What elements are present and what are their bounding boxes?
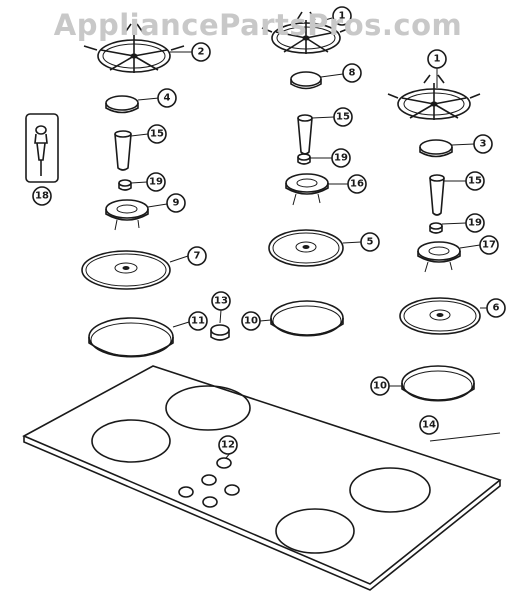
callout-label: 16 (350, 179, 364, 190)
callout-c19b: 19 (331, 148, 351, 168)
drip-pan-left (81, 250, 171, 290)
trim-ring-left (88, 317, 174, 358)
burner-head-center (297, 114, 313, 155)
callout-label: 15 (336, 112, 350, 123)
burner-base-center (285, 173, 329, 206)
callout-label: 4 (164, 93, 171, 104)
burner-base-left (105, 199, 149, 231)
callout-c15b: 15 (333, 107, 353, 127)
burner-grate-center (261, 11, 351, 54)
burner-cap-right (419, 139, 453, 158)
callout-label: 17 (482, 240, 496, 251)
orifice-left (118, 179, 132, 191)
callout-c11: 11 (188, 311, 208, 331)
leader-lines (130, 17, 501, 459)
orifice-right (429, 222, 443, 234)
callout-label: 13 (214, 296, 228, 307)
callout-label: 10 (244, 316, 258, 327)
callout-c9: 9 (166, 193, 186, 213)
callout-c4: 4 (157, 88, 177, 108)
orifice-center (297, 153, 311, 165)
callout-label: 1 (339, 11, 346, 22)
callout-c15c: 15 (465, 171, 485, 191)
callout-c2: 2 (191, 42, 211, 62)
callout-c18: 18 (32, 186, 52, 206)
callout-label: 19 (149, 177, 163, 188)
callout-c14: 14 (419, 415, 439, 435)
burner-cap-center (290, 71, 322, 90)
callout-c10b: 10 (370, 376, 390, 396)
callout-label: 11 (191, 316, 205, 327)
callout-c8: 8 (342, 63, 362, 83)
callout-label: 19 (334, 153, 348, 164)
callout-label: 1 (434, 54, 441, 65)
burner-grate-right (387, 74, 481, 120)
callout-label: 19 (468, 218, 482, 229)
callout-label: 2 (198, 47, 205, 58)
drip-pan-center (268, 229, 344, 267)
burner-head-left (114, 130, 132, 171)
burner-grate-left (83, 23, 185, 73)
callout-c1a: 1 (332, 6, 352, 26)
callout-label: 15 (468, 176, 482, 187)
callout-c5: 5 (360, 232, 380, 252)
drip-pan-right (399, 297, 481, 335)
callout-label: 12 (221, 440, 235, 451)
callout-c10a: 10 (241, 311, 261, 331)
control-knob (210, 324, 230, 341)
burner-cap-left (105, 95, 139, 114)
spark-igniter (25, 113, 59, 183)
callout-c16: 16 (347, 174, 367, 194)
callout-c6: 6 (486, 298, 506, 318)
callout-c7: 7 (187, 246, 207, 266)
cooktop-panel (22, 365, 502, 591)
callout-c17: 17 (479, 235, 499, 255)
burner-base-right (417, 241, 461, 273)
callout-label: 18 (35, 191, 49, 202)
callout-label: 14 (422, 420, 436, 431)
callout-c19a: 19 (146, 172, 166, 192)
site-watermark: AppliancePartsPros.com (53, 8, 463, 42)
callout-label: 15 (150, 129, 164, 140)
callout-label: 5 (367, 237, 374, 248)
callout-c12: 12 (218, 435, 238, 455)
callout-label: 7 (194, 251, 201, 262)
callout-label: 3 (480, 139, 487, 150)
trim-ring-center (270, 300, 344, 337)
callout-c15a: 15 (147, 124, 167, 144)
callout-c1b: 1 (427, 49, 447, 69)
callout-c19c: 19 (465, 213, 485, 233)
burner-head-right (429, 174, 445, 216)
callout-c3: 3 (473, 134, 493, 154)
trim-ring-right (401, 365, 475, 402)
callout-label: 10 (373, 381, 387, 392)
callout-label: 9 (173, 198, 180, 209)
callout-label: 6 (493, 303, 500, 314)
callout-c13: 13 (211, 291, 231, 311)
callout-label: 8 (349, 68, 356, 79)
